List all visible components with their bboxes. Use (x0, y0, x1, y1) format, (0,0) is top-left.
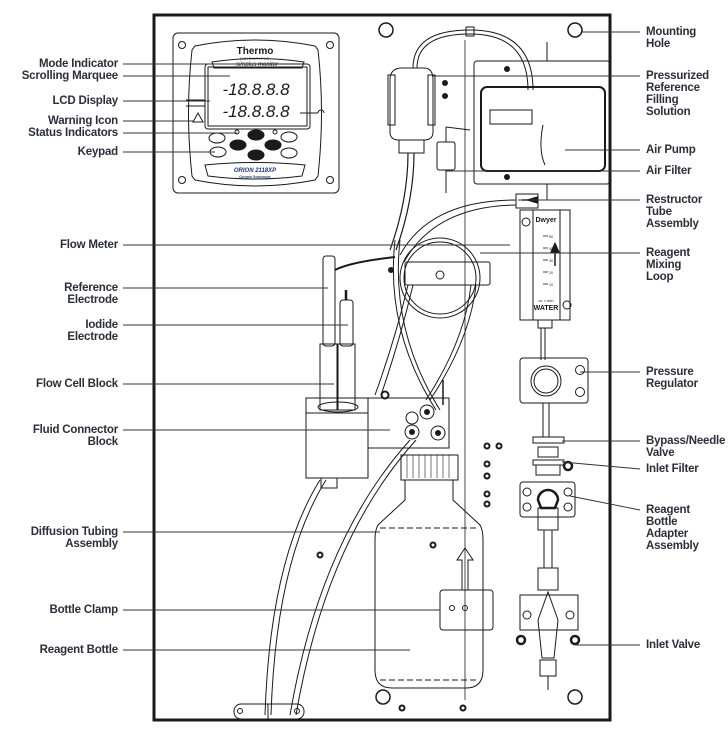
reagent-mixing-loop-body (374, 237, 491, 411)
brand-text: Thermo (237, 46, 274, 57)
label-warning-icon: Warning Icon (47, 115, 118, 127)
flowmeter-scale-30: 30 (549, 259, 553, 263)
lcd-screen (204, 63, 311, 130)
label-air-filter: Air Filter (646, 165, 692, 177)
air-pump-housing (442, 42, 611, 200)
label-mode-indicator: Mode Indicator (39, 58, 118, 70)
label-keypad: Keypad (77, 146, 119, 158)
label-reagent-mixing-loop: Reagent Mixing Loop (646, 247, 690, 283)
controller-display (172, 32, 340, 194)
brand-sub-text: SCIENTIFIC (240, 57, 269, 61)
marquee-text: simplus monitor (236, 62, 279, 68)
lcd-top-reading: -18.8.8.8 (222, 80, 290, 99)
label-inlet-filter: Inlet Filter (646, 463, 699, 475)
flowmeter-scale-50: 50 (549, 235, 553, 239)
label-mounting-hole: Mounting Hole (646, 26, 697, 50)
label-lcd-display: LCD Display (52, 95, 118, 107)
warning-triangle-icon (192, 111, 204, 123)
label-bypass-needle-valve: Bypass/Needle Valve (646, 435, 726, 459)
mounting-holes (375, 22, 583, 705)
flowmeter-brand: Dwyer (535, 217, 556, 224)
flowmeter-scale-20: 20 (549, 271, 553, 275)
flowmeter-unit: cc × min (538, 298, 553, 303)
reference-filling-bottle (387, 26, 534, 251)
label-status-indicators: Status Indicators (28, 127, 118, 139)
panel-screws (316, 442, 503, 712)
inlet-assembly (515, 436, 581, 690)
flowmeter-fluid: WATER (534, 305, 559, 312)
leader-lines-right (432, 31, 641, 646)
flowmeter-scale-40: 40 (549, 247, 553, 251)
label-reagent-bottle-adapter-assembly: Reagent Bottle Adapter Assembly (646, 504, 699, 552)
model-text: ORION 2118XP (234, 168, 277, 174)
electrodes (317, 255, 396, 413)
label-diffusion-tubing-assembly: Diffusion Tubing Assembly (30, 526, 118, 550)
label-fluid-connector-block: Fluid Connector Block (32, 424, 118, 448)
label-reference-electrode: Reference Electrode (64, 282, 118, 306)
label-air-pump: Air Pump (646, 144, 696, 156)
flowmeter-scale-10: 10 (549, 283, 553, 287)
leader-lines-left (123, 63, 510, 651)
mounting-panel (152, 13, 612, 722)
pressure-regulator-body (519, 357, 589, 437)
label-reagent-bottle: Reagent Bottle (39, 644, 119, 656)
label-flow-meter: Flow Meter (59, 239, 118, 251)
label-scrolling-marquee: Scrolling Marquee (21, 70, 118, 82)
label-bottle-clamp: Bottle Clamp (49, 604, 118, 616)
label-pressure-regulator: Pressure Regulator (646, 366, 698, 390)
keypad-keys (208, 129, 298, 161)
label-pressurized-reference-filling-solution: Pressurized Reference Filling Solution (646, 70, 709, 118)
label-flow-cell-block: Flow Cell Block (36, 378, 118, 390)
lcd-bottom-reading: -18.8.8.8 (222, 102, 290, 121)
flow-cell-block-body (305, 390, 450, 489)
diffusion-tubing (233, 439, 417, 720)
label-inlet-valve: Inlet Valve (646, 639, 701, 651)
reagent-bottle-body (374, 454, 494, 689)
label-iodide-electrode: Iodide Electrode (67, 319, 118, 343)
label-restructor-tube-assembly: Restructor Tube Assembly (646, 194, 703, 230)
model-sub-text: Oxygen Scavenger (239, 175, 271, 179)
